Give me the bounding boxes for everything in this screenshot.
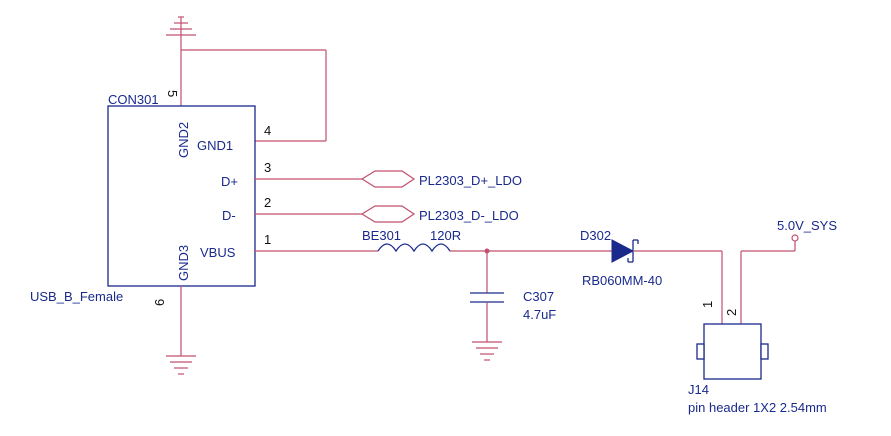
bead-value: 120R	[430, 228, 461, 243]
ground-symbol-bottom	[166, 286, 196, 375]
net-label-dplus: PL2303_D+_LDO	[419, 173, 522, 188]
dplus-net	[254, 170, 416, 188]
pin-number-3: 3	[264, 160, 271, 175]
pin-header-symbol	[696, 323, 769, 380]
diode-ref: D302	[580, 228, 611, 243]
capacitor-value: 4.7uF	[523, 307, 556, 322]
ground-loop-wire	[180, 49, 327, 142]
header-pin-number-2: 2	[724, 309, 739, 316]
header-value: pin header 1X2 2.54mm	[688, 400, 827, 415]
bead-ref: BE301	[362, 228, 401, 243]
ferrite-bead-symbol	[377, 243, 451, 253]
ground-symbol-top	[166, 16, 196, 50]
pin-number-6: 6	[152, 299, 167, 306]
ground-symbol-capacitor	[472, 341, 502, 361]
connector-value: USB_B_Female	[30, 289, 123, 304]
power-port-5v0	[740, 234, 799, 324]
pin-number-4: 4	[264, 123, 271, 138]
pin-name-gnd2: GND2	[176, 122, 191, 158]
net-label-5v0-sys: 5.0V_SYS	[777, 218, 837, 233]
capacitor-ref: C307	[523, 289, 554, 304]
connector-ref: CON301	[108, 92, 159, 107]
header-pin-number-1: 1	[700, 301, 715, 308]
pin-name-gnd1: GND1	[197, 138, 233, 153]
pin-name-dminus: D-	[222, 208, 236, 223]
pin-number-2: 2	[264, 195, 271, 210]
pin-number-5: 5	[165, 90, 180, 97]
pin-name-vbus: VBUS	[200, 245, 236, 260]
pin-number-1: 1	[264, 232, 271, 247]
pin-name-gnd3: GND3	[176, 245, 191, 281]
connector-body	[107, 105, 256, 287]
header-ref: J14	[688, 382, 709, 397]
diode-value: RB060MM-40	[582, 273, 662, 288]
pin-name-dplus: D+	[221, 174, 238, 189]
capacitor-symbol	[470, 251, 504, 342]
dminus-net	[254, 205, 416, 223]
net-label-dminus: PL2303_D-_LDO	[419, 208, 519, 223]
